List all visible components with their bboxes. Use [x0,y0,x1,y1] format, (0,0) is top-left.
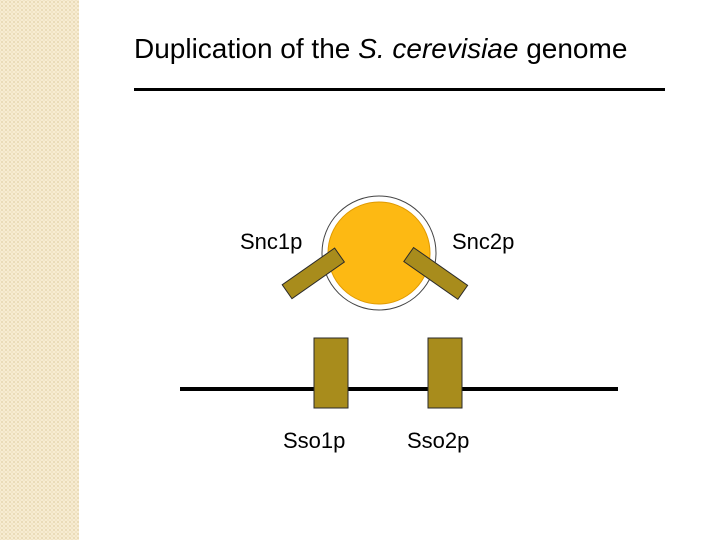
decorative-side-strip [0,0,79,540]
snc1p-label: Snc1p [240,229,303,254]
title-suffix: genome [518,33,628,64]
snc2p-protein [403,246,469,300]
sso2p-protein [427,337,463,409]
sso1p-label: Sso1p [283,428,346,453]
slide-title: Duplication of the S. cerevisiae genome [134,30,627,68]
vesicle [321,195,437,311]
title-species: S. cerevisiae [358,33,519,64]
snc1p-protein [281,247,346,300]
title-prefix: Duplication of the [134,33,359,64]
title-underline [134,88,665,91]
sso2p-label: Sso2p [407,428,470,453]
sso1p-protein [313,337,349,409]
snc2p-label: Snc2p [452,229,515,254]
